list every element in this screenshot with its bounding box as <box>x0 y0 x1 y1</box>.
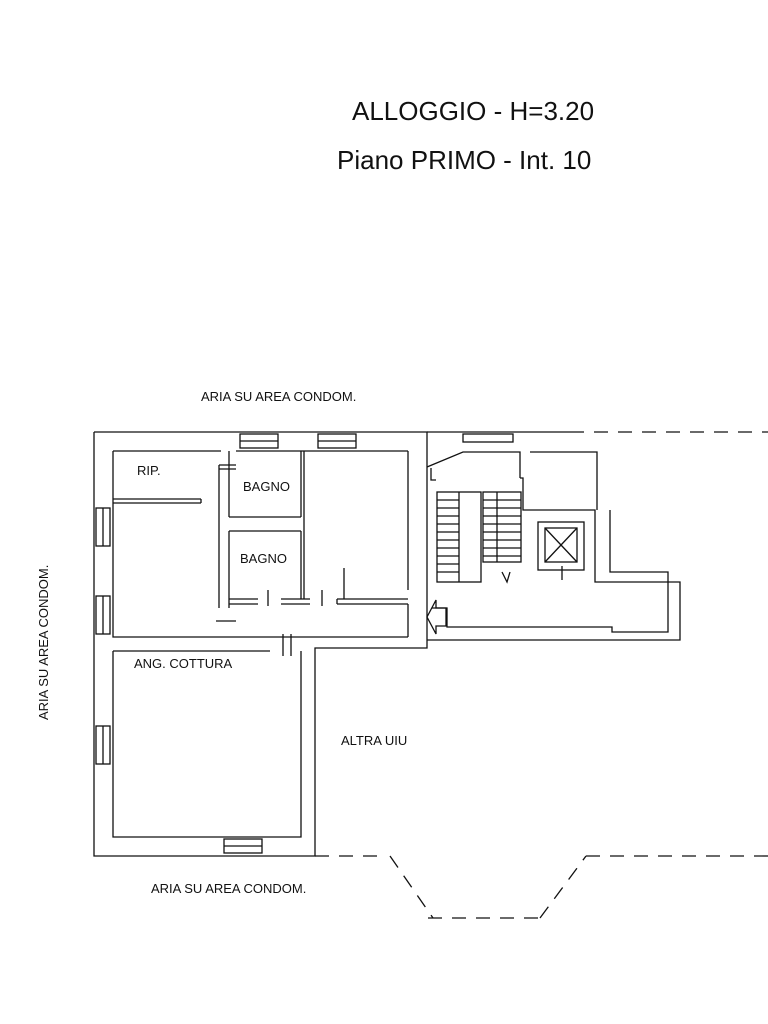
room-label-bathroom-2: BAGNO <box>240 551 287 566</box>
room-label-kitchenette: ANG. COTTURA <box>134 656 233 671</box>
label-air-top: ARIA SU AREA CONDOM. <box>201 389 357 404</box>
internal-walls <box>113 451 408 656</box>
label-air-left: ARIA SU AREA CONDOM. <box>36 564 51 720</box>
label-air-bottom: ARIA SU AREA CONDOM. <box>151 881 307 896</box>
outer-walls <box>93 431 570 857</box>
room-label-storage: RIP. <box>137 463 161 478</box>
room-label-bathroom-1: BAGNO <box>243 479 290 494</box>
boundary-lines <box>315 431 768 919</box>
page-subtitle: Piano PRIMO - Int. 10 <box>337 145 592 175</box>
staircase-area <box>426 433 681 641</box>
windows <box>95 433 357 854</box>
page-title: ALLOGGIO - H=3.20 <box>352 96 595 126</box>
room-label-other-unit: ALTRA UIU <box>341 733 408 748</box>
